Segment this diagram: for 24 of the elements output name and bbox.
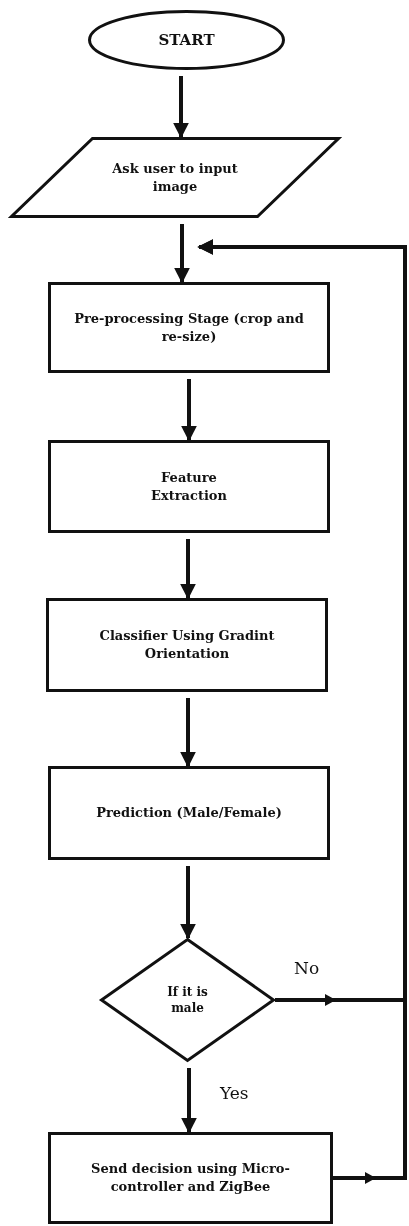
node-label: Send decision using Micro-controller and ZigBee <box>90 1160 291 1196</box>
node-label: Classifier Using Gradint Orientation <box>98 627 276 663</box>
process-box <box>46 598 328 692</box>
decision-diamond <box>100 938 275 1062</box>
process-box <box>48 1132 333 1224</box>
arrow <box>180 866 196 940</box>
node-label: If it is male <box>166 983 209 1017</box>
process-box <box>48 766 330 860</box>
arrow <box>197 239 407 1184</box>
node-label: Prediction (Male/Female) <box>96 804 282 822</box>
arrow <box>173 76 189 139</box>
node-label: Ask user to input image <box>111 159 239 196</box>
arrow <box>180 698 196 768</box>
arrow <box>181 1068 197 1134</box>
arrow <box>180 539 196 600</box>
arrow <box>174 224 190 284</box>
arrow <box>181 379 197 442</box>
start-terminal <box>88 10 285 70</box>
node-label: Pre-processing Stage (crop and re-size) <box>73 309 305 346</box>
node-label: Feature Extraction <box>150 468 228 505</box>
process-box <box>48 440 330 533</box>
node-label: START <box>158 29 215 51</box>
process-box <box>48 282 330 373</box>
input-parallelogram <box>10 137 340 218</box>
